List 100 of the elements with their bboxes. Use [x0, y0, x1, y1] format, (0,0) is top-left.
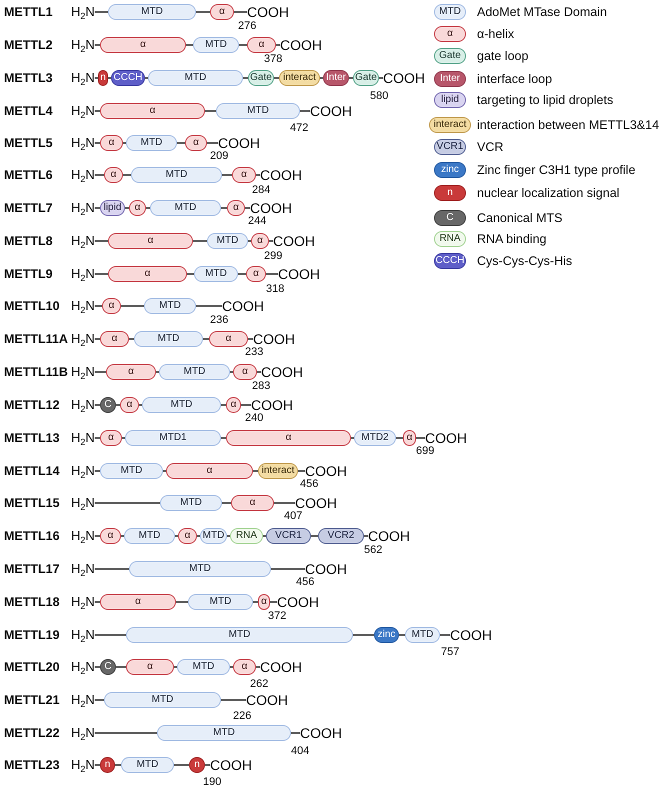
protein-domain: MTD — [108, 4, 196, 20]
protein-domain: MTD — [100, 463, 163, 479]
protein-domain: MTD — [124, 528, 175, 544]
n-terminus-label: H$_{2}$N — [71, 692, 95, 708]
backbone-line — [416, 437, 425, 439]
c-terminus-label: COOH — [218, 135, 260, 151]
protein-domain: RNA — [230, 528, 263, 544]
backbone-line — [196, 11, 210, 13]
protein-domain: α — [100, 135, 123, 151]
c-terminus-label: COOH — [222, 298, 264, 314]
protein-domain: α — [106, 364, 156, 380]
protein-name: METTL9 — [4, 266, 53, 282]
c-terminus-label: COOH — [260, 167, 302, 183]
protein-domain: MTD — [148, 70, 243, 86]
backbone-line — [129, 338, 134, 340]
backbone-line — [94, 371, 106, 373]
length-label: 226 — [233, 710, 252, 722]
n-terminus-label: H$_{2}$N — [71, 528, 95, 544]
protein-domain: MTD — [177, 659, 230, 675]
protein-name: METTL6 — [4, 167, 53, 183]
n-terminus-label: H$_{2}$N — [71, 167, 95, 183]
backbone-line — [205, 764, 210, 766]
backbone-line — [396, 437, 403, 439]
backbone-line — [94, 404, 100, 406]
protein-domain: MTD — [160, 495, 222, 511]
n-terminus-label: H$_{2}$N — [71, 200, 95, 216]
protein-domain: α — [210, 4, 234, 20]
c-terminus-label: COOH — [368, 528, 410, 544]
backbone-line — [197, 535, 200, 537]
domain-description: interaction between METTL3&14 — [477, 117, 660, 133]
protein-domain: n — [98, 70, 108, 86]
backbone-line — [274, 77, 279, 79]
protein-domain: α — [227, 200, 245, 216]
protein-name: METTL16 — [4, 528, 60, 544]
protein-domain: α — [120, 397, 139, 413]
backbone-line — [270, 601, 277, 603]
n-terminus-label: H$_{2}$N — [71, 627, 95, 643]
protein-domain: MTD — [194, 266, 238, 282]
length-label: 407 — [284, 510, 302, 522]
protein-name: METTL10 — [4, 298, 60, 314]
backbone-line — [263, 535, 266, 537]
backbone-line — [94, 338, 100, 340]
backbone-line — [187, 273, 194, 275]
protein-name: METTL11A — [4, 331, 68, 347]
protein-name: METTL18 — [4, 594, 60, 610]
backbone-line — [177, 142, 185, 144]
backbone-line — [94, 666, 100, 668]
backbone-line — [123, 174, 131, 176]
protein-domain: n — [189, 757, 205, 773]
c-terminus-label: COOH — [425, 430, 467, 446]
protein-domain: α — [100, 331, 129, 347]
backbone-line — [94, 44, 100, 46]
backbone-line — [175, 535, 178, 537]
c-terminus-label: COOH — [305, 463, 347, 479]
protein-name: METTL3 — [4, 70, 53, 86]
backbone-line — [174, 764, 189, 766]
backbone-line — [440, 634, 450, 636]
backbone-line — [94, 502, 160, 504]
legend-swatch: α — [434, 26, 466, 42]
protein-domain: interact — [279, 70, 320, 86]
n-terminus-label: H$_{2}$N — [71, 103, 95, 119]
backbone-line — [256, 174, 260, 176]
protein-name: METTL13 — [4, 430, 60, 446]
backbone-line — [94, 764, 100, 766]
backbone-line — [222, 502, 231, 504]
protein-domain: MTD — [129, 561, 271, 577]
backbone-line — [94, 305, 102, 307]
length-label: 283 — [252, 380, 270, 392]
protein-domain: α — [102, 298, 121, 314]
protein-domain: MTD2 — [354, 430, 396, 446]
domain-description: targeting to lipid droplets — [477, 92, 614, 108]
backbone-line — [221, 207, 227, 209]
backbone-line — [94, 174, 104, 176]
protein-domain: interact — [258, 463, 298, 479]
length-label: 472 — [290, 122, 308, 134]
length-label: 209 — [210, 150, 228, 162]
backbone-line — [94, 732, 157, 734]
length-label: 562 — [364, 544, 382, 556]
backbone-line — [163, 470, 166, 472]
legend-swatch: Gate — [434, 48, 466, 64]
backbone-line — [221, 699, 246, 701]
domain-description: α-helix — [477, 26, 514, 42]
protein-name: METTL4 — [4, 103, 53, 119]
backbone-line — [121, 535, 124, 537]
backbone-line — [230, 666, 233, 668]
backbone-line — [94, 601, 100, 603]
backbone-line — [353, 634, 374, 636]
legend-swatch: VCR1 — [434, 139, 466, 155]
backbone-line — [121, 305, 144, 307]
protein-domain: CCCH — [111, 70, 145, 86]
protein-domain: α — [403, 430, 416, 446]
protein-name: METTL20 — [4, 659, 60, 675]
protein-domain: MTD — [150, 200, 221, 216]
backbone-line — [276, 44, 280, 46]
protein-domain: Inter — [323, 70, 349, 86]
protein-domain: lipid — [100, 200, 125, 216]
backbone-line — [222, 174, 232, 176]
backbone-line — [320, 77, 323, 79]
n-terminus-label: H$_{2}$N — [71, 397, 95, 413]
backbone-line — [253, 470, 258, 472]
